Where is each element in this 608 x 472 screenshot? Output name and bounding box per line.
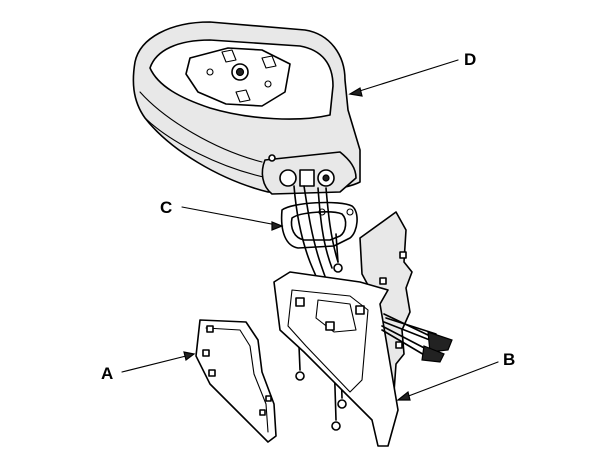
- connector-wires: [381, 313, 453, 363]
- base-cover: [195, 319, 277, 443]
- housing-connector-socket: [268, 154, 335, 187]
- callout-b-label: B: [503, 350, 516, 369]
- callout-c-label: C: [160, 198, 173, 217]
- gasket: [280, 201, 358, 249]
- callout-a-label: A: [101, 364, 114, 383]
- callout-d-label: D: [464, 50, 477, 69]
- mirror-housing: [132, 21, 361, 195]
- mirror-base: [273, 211, 413, 447]
- mirror-actuator-plate: [185, 47, 291, 107]
- leader-lines: [121, 59, 499, 401]
